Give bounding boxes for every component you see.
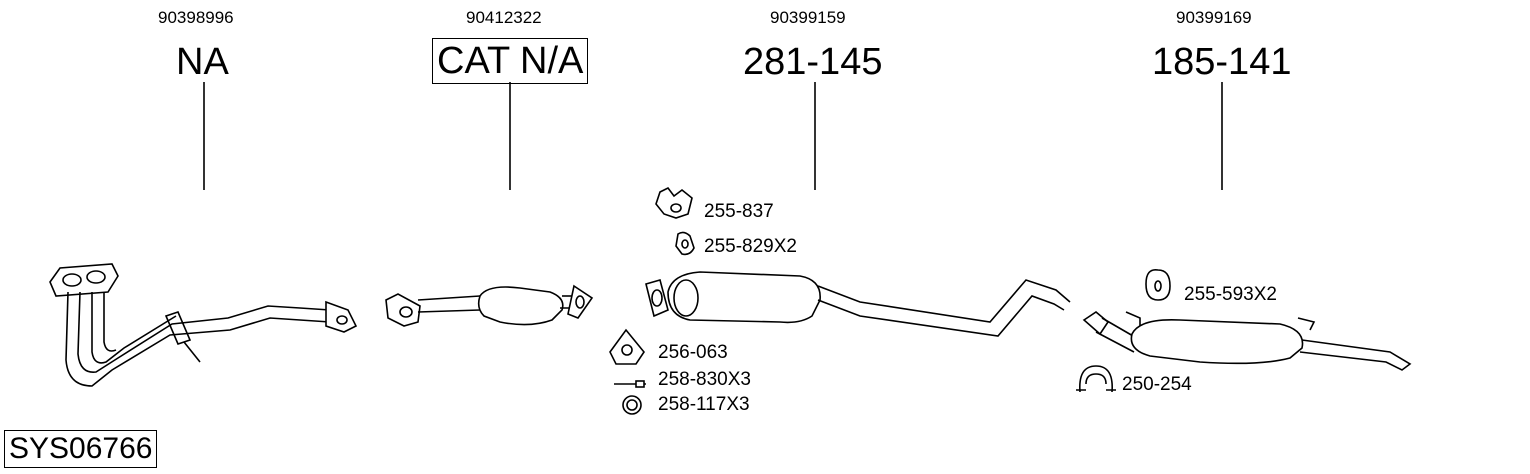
catalytic-converter-icon [385, 284, 594, 327]
centre-silencer-icon [645, 271, 1071, 337]
rubber-hanger-icon [675, 231, 695, 256]
rubber-mount-icon [1145, 268, 1171, 301]
accessory-label-ring: 258-117X3 [658, 394, 750, 415]
bracket-icon [655, 186, 693, 219]
part-number-2: CAT N/A [432, 38, 589, 84]
oem-number-2: 90412322 [466, 8, 542, 27]
accessory-label-gasket: 256-063 [658, 342, 728, 363]
rear-silencer-icon [1082, 311, 1412, 371]
front-pipe-icon [49, 263, 358, 387]
accessory-label-clamp: 250-254 [1122, 374, 1192, 395]
part-number-1: NA [176, 41, 229, 83]
oem-number-4: 90399169 [1176, 8, 1252, 27]
oem-number-3: 90399159 [770, 8, 846, 27]
accessory-label-hanger: 255-829X2 [704, 236, 797, 257]
bolt-icon [614, 380, 646, 388]
gasket-icon [609, 328, 645, 365]
accessory-label-bracket: 255-837 [704, 201, 774, 222]
part-number-3: 281-145 [743, 41, 883, 83]
oem-number-1: 90398996 [158, 8, 234, 27]
system-id: SYS06766 [4, 430, 158, 468]
clamp-icon [1076, 365, 1116, 393]
accessory-label-bolt: 258-830X3 [658, 369, 751, 390]
part-number-4: 185-141 [1152, 41, 1292, 83]
accessory-label-mount: 255-593X2 [1184, 284, 1277, 305]
sealing-ring-icon [622, 395, 642, 415]
